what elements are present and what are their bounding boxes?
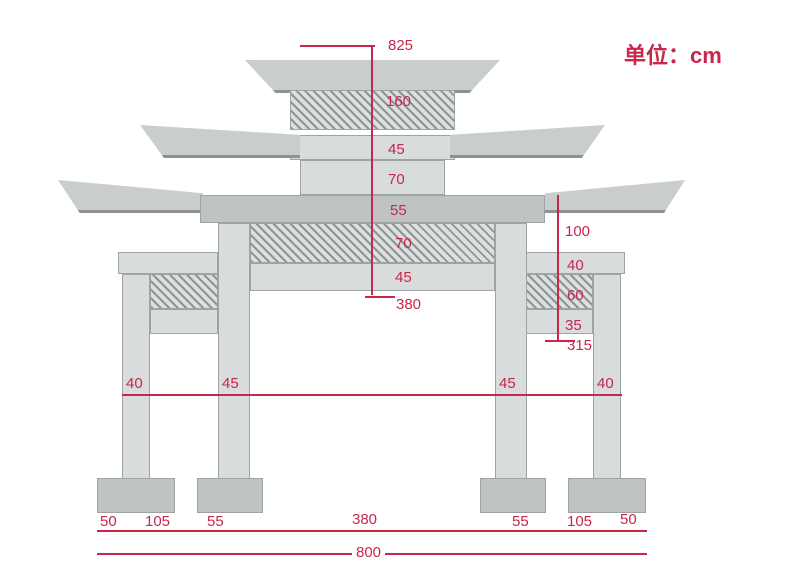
dim-center-vertical — [371, 45, 373, 295]
base-4 — [568, 478, 646, 513]
base-2 — [197, 478, 263, 513]
height-top-roof: 160 — [386, 93, 412, 110]
side-height-b: 60 — [567, 287, 584, 304]
right-side-roof — [545, 180, 685, 213]
left-mid-roof — [140, 125, 300, 158]
base-width-1: 50 — [100, 513, 117, 530]
height-opening: 380 — [396, 296, 422, 313]
left-side-panel — [150, 309, 218, 334]
base-3 — [480, 478, 546, 513]
width-right-inner: 45 — [499, 375, 516, 392]
pillar-right-inner — [495, 223, 527, 483]
side-height-c: 35 — [565, 317, 582, 334]
height-c: 55 — [390, 202, 407, 219]
dim-opening-line — [365, 296, 395, 298]
dim-top-line — [300, 45, 375, 47]
left-side-beam — [118, 252, 218, 274]
pillar-right-outer — [593, 274, 621, 484]
height-d: 70 — [395, 235, 412, 252]
width-left-outer: 40 — [126, 375, 143, 392]
base-width-3: 55 — [207, 513, 224, 530]
height-b: 70 — [388, 171, 405, 188]
height-a: 45 — [388, 141, 405, 158]
side-height-roof: 100 — [565, 223, 591, 240]
width-right-outer: 40 — [597, 375, 614, 392]
dim-side-vertical — [557, 195, 559, 340]
pillar-left-inner — [218, 223, 250, 483]
height-total: 825 — [388, 37, 414, 54]
side-height-opening: 315 — [567, 337, 593, 354]
dim-pillar-line — [122, 394, 622, 396]
base-width-5: 55 — [512, 513, 529, 530]
base-width-6: 105 — [567, 513, 593, 530]
total-width: 800 — [352, 545, 386, 560]
left-side-roof — [58, 180, 203, 213]
base-width-7: 50 — [620, 511, 637, 528]
base-1 — [97, 478, 175, 513]
side-height-a: 40 — [567, 257, 584, 274]
base-width-2: 105 — [145, 513, 171, 530]
pillar-left-outer — [122, 274, 150, 484]
left-side-lattice — [150, 274, 218, 309]
unit-label: 单位：cm — [624, 43, 722, 68]
width-left-inner: 45 — [222, 375, 239, 392]
base-width-4: 380 — [352, 511, 378, 528]
right-side-lattice — [525, 274, 593, 309]
dim-side-opening-line — [545, 340, 575, 342]
right-mid-roof — [450, 125, 605, 158]
right-side-panel — [525, 309, 593, 334]
dim-base-line — [97, 530, 647, 532]
height-e: 45 — [395, 269, 412, 286]
